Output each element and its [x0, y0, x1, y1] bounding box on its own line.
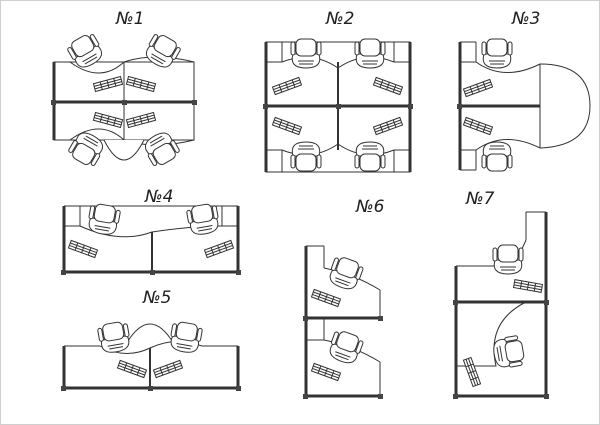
layout-1: №1	[51, 9, 197, 170]
layout-5: №5	[61, 288, 241, 391]
layout-2-label: №2	[325, 9, 355, 29]
layout-1-label: №1	[115, 9, 145, 29]
layout-2: №2	[263, 9, 413, 173]
layout-5-label: №5	[142, 288, 172, 308]
layout-7: №7	[453, 189, 549, 399]
layout-7-label: №7	[465, 189, 495, 209]
layout-4-label: №4	[144, 187, 174, 207]
layout-4: №4	[61, 187, 241, 275]
layout-3-label: №3	[511, 9, 541, 29]
layout-6-label: №6	[355, 197, 385, 217]
layout-6: №6	[303, 197, 385, 399]
layout-3: №3	[457, 9, 591, 172]
